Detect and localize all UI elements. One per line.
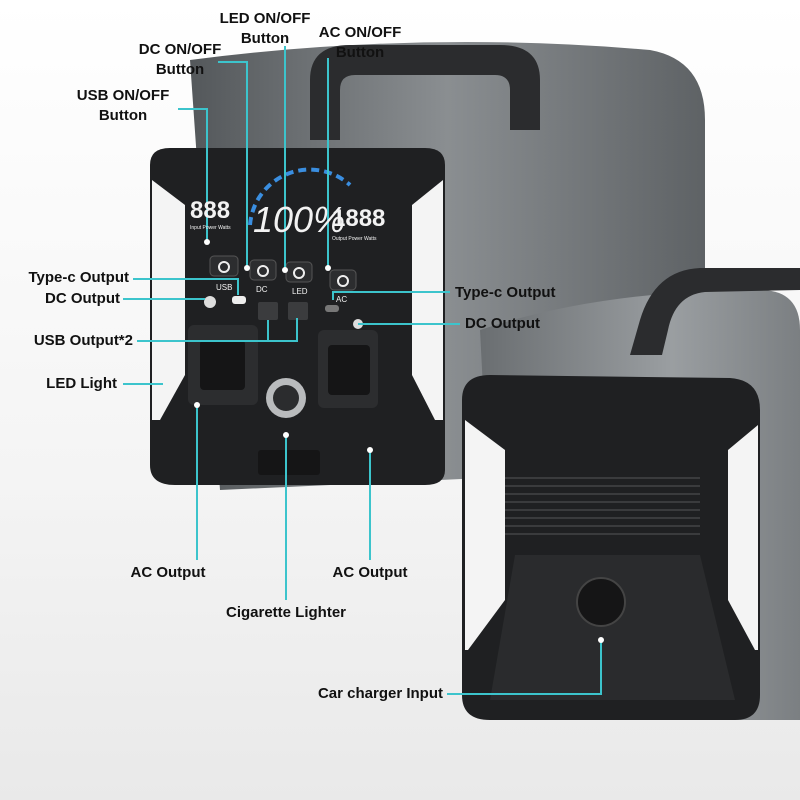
label-ac-output-right: AC Output (332, 564, 408, 581)
output-watts-digits: 1888 (332, 205, 385, 232)
led-light-right-panel (412, 180, 443, 420)
label-dc-output-right: DC Output (465, 315, 540, 332)
typec-port-left (232, 296, 246, 304)
dc-button-label: DC (256, 285, 268, 294)
dc-power-button (249, 259, 277, 281)
label-line: USB ON/OFF (76, 87, 170, 104)
label-typec-output-right: Type-c Output (455, 284, 556, 301)
label-dc-onoff-button: DC ON/OFF Button (120, 40, 240, 80)
label-led-light: LED Light (46, 375, 117, 392)
label-line: LED ON/OFF (219, 10, 311, 27)
label-ac-output-left: AC Output (130, 564, 206, 581)
power-icons (218, 261, 349, 287)
ac-power-button (329, 269, 357, 291)
label-led-onoff-button: LED ON/OFF Button (205, 9, 325, 49)
rear-carry-handle (630, 268, 800, 355)
carry-handle (310, 45, 540, 140)
input-watts-caption: Input Power Watts (190, 225, 231, 231)
label-car-charger-input: Car charger Input (317, 685, 443, 702)
usb-port-1 (258, 302, 278, 320)
rear-unit (462, 268, 800, 720)
label-usb-output: USB Output*2 (33, 332, 133, 349)
label-dc-output-left: DC Output (45, 290, 120, 307)
input-watts-digits: 888 (190, 197, 230, 224)
usb-port-2 (288, 302, 308, 320)
label-cigarette-lighter: Cigarette Lighter (225, 604, 346, 621)
dc-output-port-left (204, 296, 216, 308)
leader-dots (194, 239, 604, 643)
usb-button-label: USB (216, 283, 232, 292)
car-charger-port (576, 577, 626, 627)
ac-button-label: AC (336, 295, 347, 304)
label-line: Button (335, 44, 385, 61)
label-line: Button (98, 107, 148, 124)
label-line: DC ON/OFF (138, 41, 222, 58)
label-line: AC ON/OFF (318, 24, 402, 41)
battery-percent: 100% (253, 199, 345, 240)
battery-arc (248, 167, 352, 226)
lcd-display: 888 Input Power Watts 100% 1888 Output P… (190, 197, 385, 304)
typec-port-right (325, 305, 339, 312)
label-line: Button (155, 61, 205, 78)
rear-led-right (728, 425, 758, 650)
output-watts-caption: Output Power Watts (332, 236, 377, 242)
usb-power-button (209, 255, 239, 277)
label-usb-onoff-button: USB ON/OFF Button (60, 86, 186, 126)
rear-led-left (465, 420, 505, 650)
label-line: Button (240, 30, 290, 47)
label-ac-onoff-button: AC ON/OFF Button (300, 23, 420, 63)
vent-slots (505, 477, 700, 535)
front-unit (150, 42, 705, 490)
led-button-label: LED (292, 287, 308, 296)
label-typec-output-left: Type-c Output (28, 269, 129, 286)
leader-lines (123, 46, 602, 695)
